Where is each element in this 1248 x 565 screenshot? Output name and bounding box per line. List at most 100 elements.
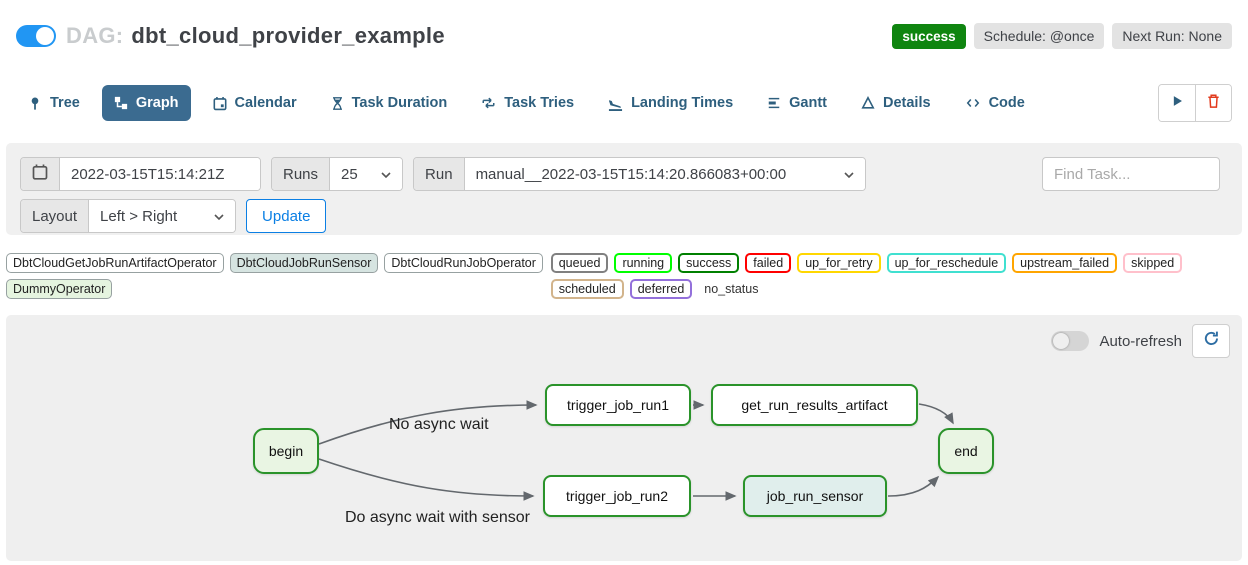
state-badge-queued[interactable]: queued	[550, 253, 609, 273]
dag-node-begin[interactable]: begin	[253, 428, 319, 474]
tab-details[interactable]: Details	[849, 85, 943, 121]
status-badge: success	[892, 23, 966, 49]
trigger-dag-button[interactable]	[1159, 85, 1195, 121]
tab-tree[interactable]: Tree	[16, 85, 92, 121]
refresh-icon	[1203, 330, 1220, 352]
graph-filter-panel: Runs 25 Run manual__2022-03-15T15:14:20.…	[6, 143, 1242, 235]
operator-legend: DbtCloudGetJobRunArtifactOperator DbtClo…	[6, 253, 551, 299]
gantt-bars-icon	[767, 96, 781, 110]
tab-calendar[interactable]: Calendar	[201, 85, 309, 121]
tab-label: Task Tries	[504, 95, 575, 111]
next-run-badge: Next Run: None	[1112, 23, 1232, 49]
dag-prefix-label: DAG:	[66, 23, 124, 48]
toggle-knob	[36, 27, 54, 45]
dag-graph-panel: No async wait Do async wait with sensor …	[6, 315, 1242, 561]
state-badge-skipped[interactable]: skipped	[1123, 253, 1183, 273]
edge-label-no-async-wait: No async wait	[389, 416, 489, 433]
play-icon	[1171, 94, 1184, 113]
run-select-value: manual__2022-03-15T15:14:20.866083+00:00	[475, 165, 787, 183]
state-badge-deferred[interactable]: deferred	[629, 279, 693, 299]
schedule-badge: Schedule: @once	[973, 23, 1105, 49]
hourglass-icon	[331, 96, 344, 111]
dag-node-end[interactable]: end	[938, 428, 994, 474]
runs-group: Runs 25	[271, 157, 404, 191]
layout-select[interactable]: Left > Right	[89, 200, 236, 232]
run-label: Run	[414, 158, 465, 190]
chevron-down-icon	[843, 166, 854, 183]
auto-refresh-toggle[interactable]	[1051, 331, 1090, 351]
state-badge-failed[interactable]: failed	[745, 253, 792, 273]
dag-edges	[318, 400, 954, 501]
base-date-input[interactable]	[60, 158, 260, 190]
dag-header: DAG: dbt_cloud_provider_example success …	[0, 0, 1248, 58]
dag-node-trigger-job-run1[interactable]: trigger_job_run1	[545, 384, 691, 426]
state-badge-up-for-retry[interactable]: up_for_retry	[797, 253, 881, 273]
chevron-down-icon	[381, 166, 391, 183]
run-select[interactable]: manual__2022-03-15T15:14:20.866083+00:00	[464, 158, 865, 190]
layout-select-value: Left > Right	[100, 207, 178, 225]
layout-group: Layout Left > Right	[20, 199, 237, 233]
dag-node-trigger-job-run2[interactable]: trigger_job_run2	[543, 475, 691, 517]
repeat-icon	[481, 96, 496, 110]
tab-label: Gantt	[789, 95, 827, 111]
tab-task-duration[interactable]: Task Duration	[319, 85, 460, 121]
state-legend: queued running success failed up_for_ret…	[550, 253, 1242, 299]
calendar-icon	[213, 96, 227, 111]
tab-label: Task Duration	[351, 95, 448, 111]
page-title: dbt_cloud_provider_example	[131, 23, 445, 48]
state-badge-up-for-reschedule[interactable]: up_for_reschedule	[886, 253, 1007, 273]
refresh-button[interactable]	[1192, 324, 1230, 358]
run-group: Run manual__2022-03-15T15:14:20.866083+0…	[413, 157, 866, 191]
calendar-addon[interactable]	[21, 158, 60, 190]
state-badge-upstream-failed[interactable]: upstream_failed	[1012, 253, 1118, 273]
legend: DbtCloudGetJobRunArtifactOperator DbtClo…	[6, 253, 1242, 299]
tab-task-tries[interactable]: Task Tries	[469, 85, 586, 121]
view-tabbar: Tree Graph Calendar Task Duration Task T…	[0, 82, 1248, 124]
dag-node-get-run-results-artifact[interactable]: get_run_results_artifact	[711, 384, 918, 426]
tab-graph[interactable]: Graph	[101, 85, 191, 121]
code-icon	[965, 96, 981, 110]
auto-refresh-label: Auto-refresh	[1099, 332, 1182, 350]
update-button[interactable]: Update	[246, 199, 327, 233]
filter-row-1: Runs 25 Run manual__2022-03-15T15:14:20.…	[20, 157, 1228, 191]
map-pin-icon	[28, 96, 42, 111]
operator-badge: DbtCloudJobRunSensor	[229, 253, 379, 273]
calendar-icon	[32, 164, 48, 184]
autorefresh-controls: Auto-refresh	[1051, 324, 1230, 358]
tab-gantt[interactable]: Gantt	[755, 85, 839, 121]
tab-label: Graph	[135, 95, 179, 111]
tab-landing-times[interactable]: Landing Times	[596, 85, 745, 121]
find-task-input[interactable]	[1042, 157, 1220, 191]
trash-icon	[1206, 93, 1221, 114]
state-badge-scheduled[interactable]: scheduled	[550, 279, 624, 299]
tab-label: Landing Times	[631, 95, 734, 111]
operator-badge: DummyOperator	[6, 279, 113, 299]
filter-row-2: Layout Left > Right Update	[20, 199, 1228, 233]
layout-label: Layout	[21, 200, 90, 232]
operator-badge: DbtCloudGetJobRunArtifactOperator	[6, 253, 224, 273]
dag-pause-toggle[interactable]	[16, 25, 56, 47]
tab-label: Tree	[50, 95, 80, 111]
base-date-group	[20, 157, 261, 191]
tab-label: Calendar	[234, 95, 297, 111]
operator-badge: DbtCloudRunJobOperator	[384, 253, 543, 273]
runs-count-select[interactable]: 25	[330, 158, 403, 190]
sitemap-icon	[114, 96, 128, 110]
plane-landing-icon	[608, 96, 623, 111]
state-badge-no-status[interactable]: no_status	[698, 279, 765, 299]
tab-label: Details	[883, 95, 931, 111]
find-task-wrapper	[1042, 157, 1220, 191]
state-badge-success[interactable]: success	[678, 253, 740, 273]
triangle-icon	[861, 96, 875, 110]
tab-code[interactable]: Code	[953, 85, 1037, 121]
header-badges: success Schedule: @once Next Run: None	[892, 23, 1232, 49]
toggle-knob	[1053, 333, 1070, 349]
edge-label-do-async-wait: Do async wait with sensor	[345, 509, 530, 526]
dag-action-buttons	[1158, 84, 1232, 122]
tab-label: Code	[988, 95, 1025, 111]
runs-count-value: 25	[341, 165, 358, 183]
delete-dag-button[interactable]	[1195, 85, 1231, 121]
state-badge-running[interactable]: running	[614, 253, 673, 273]
chevron-down-icon	[214, 208, 224, 225]
dag-node-job-run-sensor[interactable]: job_run_sensor	[743, 475, 887, 517]
